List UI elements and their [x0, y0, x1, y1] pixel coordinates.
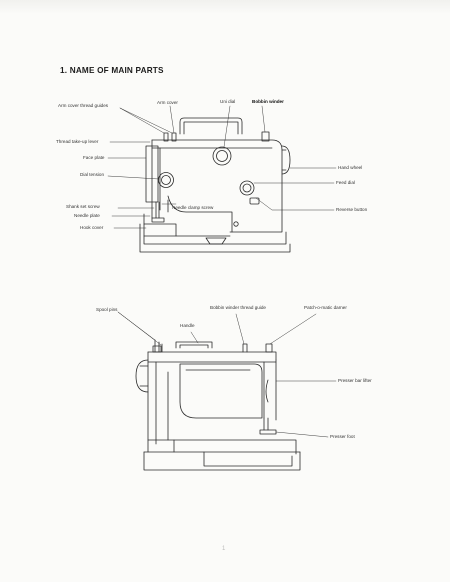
label-patch-o-matic-darner: Patch-o-matic darner: [304, 305, 347, 310]
label-uni-dial: Uni dial: [220, 99, 236, 104]
label-thread-take-up-lever: Thread take-up lever: [56, 139, 99, 144]
label-arm-cover-thread-guides: Arm cover thread guides: [58, 103, 109, 108]
label-presser-foot: Presser foot: [330, 434, 355, 439]
label-presser-bar-lifter: Presser bar lifter: [338, 378, 372, 383]
rear-view-machine: [135, 339, 301, 471]
label-bobbin-winder: Bobbin winder: [252, 99, 284, 104]
page-top-edge: [0, 0, 450, 14]
label-shank-set-screw: Shank set screw: [66, 204, 100, 209]
label-needle-plate: Needle plate: [74, 213, 100, 218]
label-needle-clamp-screw: Needle clamp screw: [172, 205, 214, 210]
label-bobbin-winder-thread-guide: Bobbin winder thread guide: [210, 305, 266, 310]
front-view-machine: [139, 117, 291, 253]
page-title: 1. NAME OF MAIN PARTS: [60, 66, 164, 75]
label-hook-cover: Hook cover: [80, 225, 104, 230]
top-leader-lines: [107, 105, 337, 229]
label-handle: Handle: [180, 323, 195, 328]
label-hand-wheel: Hand wheel: [338, 165, 363, 170]
label-dial-tension: Dial tension: [80, 172, 105, 177]
label-spool-pins: Spool pins: [96, 307, 118, 312]
label-feed-dial: Feed dial: [336, 180, 355, 185]
label-reverse-button: Reverse button: [336, 207, 368, 212]
page-number: 1: [222, 546, 226, 552]
label-arm-cover: Arm cover: [157, 100, 178, 105]
label-face-plate: Face plate: [83, 155, 105, 160]
bottom-leader-lines: [117, 311, 337, 438]
